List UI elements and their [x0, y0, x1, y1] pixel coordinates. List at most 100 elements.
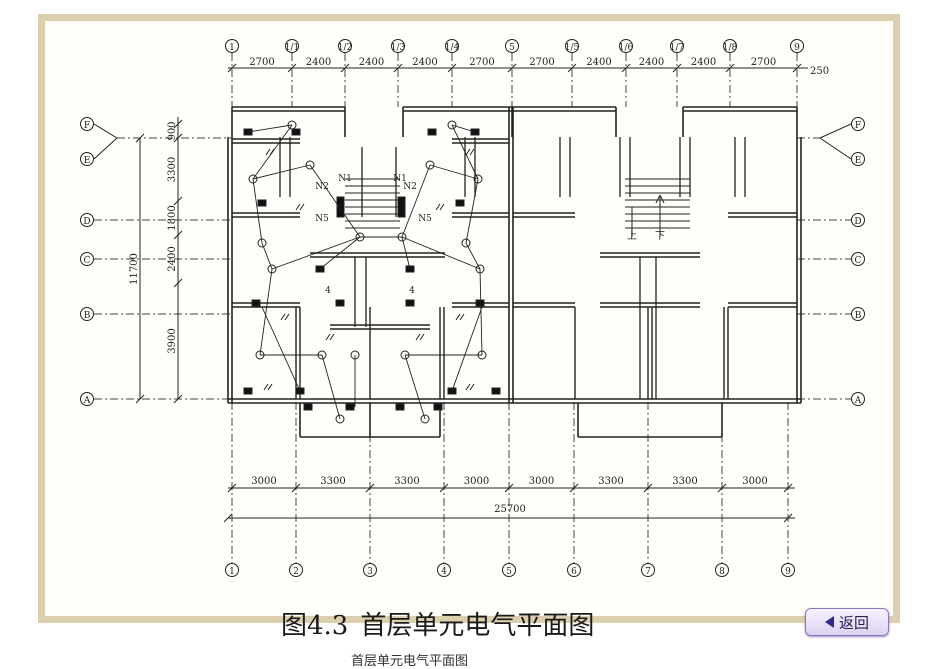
grid-axis-label: 7: [645, 567, 651, 577]
grid-axis-label: 4: [441, 567, 447, 577]
dimension-tick: [643, 483, 653, 493]
dimension-label: 25700: [494, 504, 526, 515]
stair-arrow: [655, 194, 661, 204]
grid-axis-bubble: [338, 39, 352, 53]
grid-axis-bubble: [781, 563, 795, 577]
grid-axis-bubble: [565, 39, 579, 53]
wiring-line: [479, 268, 483, 356]
wire-count-tick: [465, 148, 471, 156]
dimension-label: 3300: [320, 476, 345, 487]
light-fixture-symbol: [447, 120, 457, 130]
grid-axis-label: C: [855, 256, 862, 266]
grid-axis-label: 9: [785, 567, 791, 577]
circuit-number-label: 4: [325, 286, 331, 296]
dimension-label: 3300: [672, 476, 697, 487]
caption-label: 图4.3: [281, 611, 349, 641]
back-button[interactable]: 返回: [805, 608, 889, 636]
grid-axis-bubble: [505, 39, 519, 53]
grid-axis-label: 1/3: [391, 43, 406, 53]
wiring-line: [319, 236, 361, 270]
wiring-line: [401, 164, 431, 238]
dimension-tick: [173, 196, 183, 206]
grid-axis-label: 5: [509, 43, 515, 53]
grid-axis-label: A: [83, 396, 91, 406]
grid-axis-bubble: [80, 252, 94, 266]
socket-symbol: [405, 299, 415, 307]
grid-axis-leader: [93, 137, 118, 160]
light-fixture-symbol: [420, 414, 430, 424]
grid-axis-label: 1/8: [723, 43, 738, 53]
dimension-tick: [507, 63, 517, 73]
dimension-tick: [783, 513, 793, 523]
grid-axis-label: A: [854, 396, 862, 406]
dimension-tick: [135, 394, 145, 404]
grid-axis-bubble: [437, 563, 451, 577]
dimension-label: 3900: [167, 328, 178, 353]
wiring-line: [401, 236, 411, 270]
grid-axis-bubble: [80, 213, 94, 227]
dimension-tick: [717, 483, 727, 493]
wire-count-tick: [295, 203, 301, 211]
grid-axis-leader: [819, 137, 852, 160]
grid-axis-bubble: [619, 39, 633, 53]
wire-count-tick: [455, 313, 461, 321]
circuit-number-label: 4: [409, 286, 415, 296]
wiring-line: [261, 306, 301, 392]
wiring-line: [309, 164, 361, 238]
wire-count-tick: [263, 383, 269, 391]
wiring-line: [465, 242, 481, 270]
grid-axis-leader: [819, 123, 852, 139]
grid-axis-label: 5: [506, 567, 512, 577]
stair-down-label: 下: [655, 231, 665, 242]
dimension-tick: [173, 394, 183, 404]
wire-count-tick: [284, 313, 290, 321]
socket-symbol: [303, 403, 313, 411]
grid-axis-bubble: [851, 307, 865, 321]
dimension-tick: [227, 483, 237, 493]
dimension-label: 2400: [167, 246, 178, 271]
dimension-tick: [135, 133, 145, 143]
grid-axis-bubble: [715, 563, 729, 577]
light-fixture-symbol: [267, 264, 277, 274]
dimension-tick: [173, 230, 183, 240]
footer-caption: 首层单元电气平面图: [351, 654, 469, 669]
grid-axis-label: 6: [571, 567, 577, 577]
light-fixture-symbol: [257, 238, 267, 248]
grid-axis-label: 8: [719, 567, 725, 577]
dimension-tick: [223, 513, 233, 523]
grid-axis-bubble: [80, 117, 94, 131]
dimension-label: 11700: [129, 253, 140, 285]
grid-axis-bubble: [790, 39, 804, 53]
wire-count-tick: [419, 333, 425, 341]
wiring-line: [429, 164, 479, 180]
dimension-label: 2700: [469, 57, 494, 68]
grid-axis-bubble: [225, 39, 239, 53]
dimension-label: 2400: [306, 57, 331, 68]
dimension-label: 2400: [359, 57, 384, 68]
grid-axis-label: 1/4: [445, 43, 460, 53]
grid-axis-label: 1/5: [565, 43, 580, 53]
wire-count-tick: [329, 333, 335, 341]
grid-axis-label: 9: [794, 43, 800, 53]
wire-count-tick: [265, 148, 271, 156]
grid-axis-bubble: [723, 39, 737, 53]
dimension-tick: [725, 63, 735, 73]
grid-axis-label: 2: [293, 567, 299, 577]
grid-axis-leader: [93, 123, 118, 139]
grid-axis-bubble: [851, 392, 865, 406]
grid-axis-bubble: [363, 563, 377, 577]
socket-symbol: [335, 299, 345, 307]
dimension-tick: [439, 483, 449, 493]
wire-count-tick: [280, 313, 286, 321]
grid-axis-bubble: [851, 252, 865, 266]
dimension-tick: [393, 63, 403, 73]
dimension-label: 2400: [412, 57, 437, 68]
grid-axis-label: 1/6: [619, 43, 634, 53]
dimension-label: 1800: [167, 205, 178, 230]
wiring-line: [321, 354, 341, 420]
dimension-label: 2700: [751, 57, 776, 68]
socket-symbol: [427, 128, 437, 136]
stair-up-label: 上: [627, 230, 637, 242]
